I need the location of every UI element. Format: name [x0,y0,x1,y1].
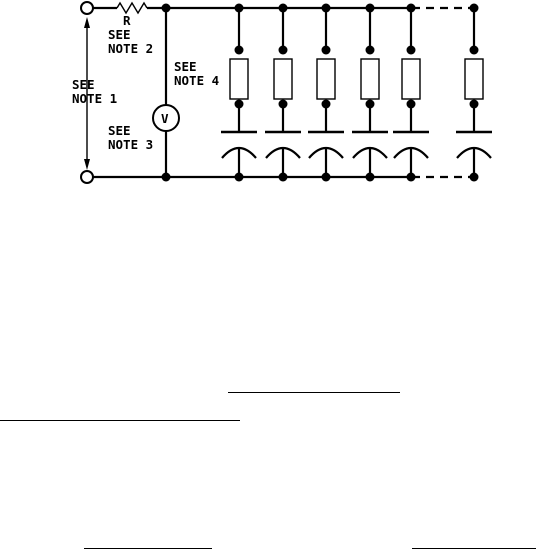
branch-resistor [401,58,421,100]
note3-line1: SEE [108,123,131,138]
branch-1 [221,3,257,182]
note2-line2: NOTE 2 [108,41,153,56]
input-resistor [93,1,166,15]
voltmeter-branch: V [152,3,180,182]
blank-rule-3 [84,548,212,549]
branch-6 [456,3,492,182]
note1-line1: SEE [72,77,95,92]
branch-resistor [229,58,249,100]
bottom-terminal [80,170,94,184]
blank-rule-2 [0,420,240,421]
blank-rule-1 [228,392,400,393]
note2-line1: SEE [108,27,131,42]
note4-line1: SEE [174,59,197,74]
resistor-label: R [123,13,131,28]
branch-resistor [464,58,484,100]
branch-resistor [360,58,380,100]
branch-2 [265,3,301,182]
top-terminal [80,1,94,15]
blank-rule-4 [412,548,536,549]
voltmeter-label: V [161,111,169,126]
note4-line2: NOTE 4 [174,73,219,88]
note3-line2: NOTE 3 [108,137,153,152]
parallel-branches [221,3,492,182]
voltmeter [152,104,180,132]
branch-resistor [316,58,336,100]
branch-3 [308,3,344,182]
branch-5 [393,3,429,182]
branch-4 [352,3,388,182]
note1-line2: NOTE 1 [72,91,117,106]
voltage-arrow [84,17,90,170]
branch-resistor [273,58,293,100]
